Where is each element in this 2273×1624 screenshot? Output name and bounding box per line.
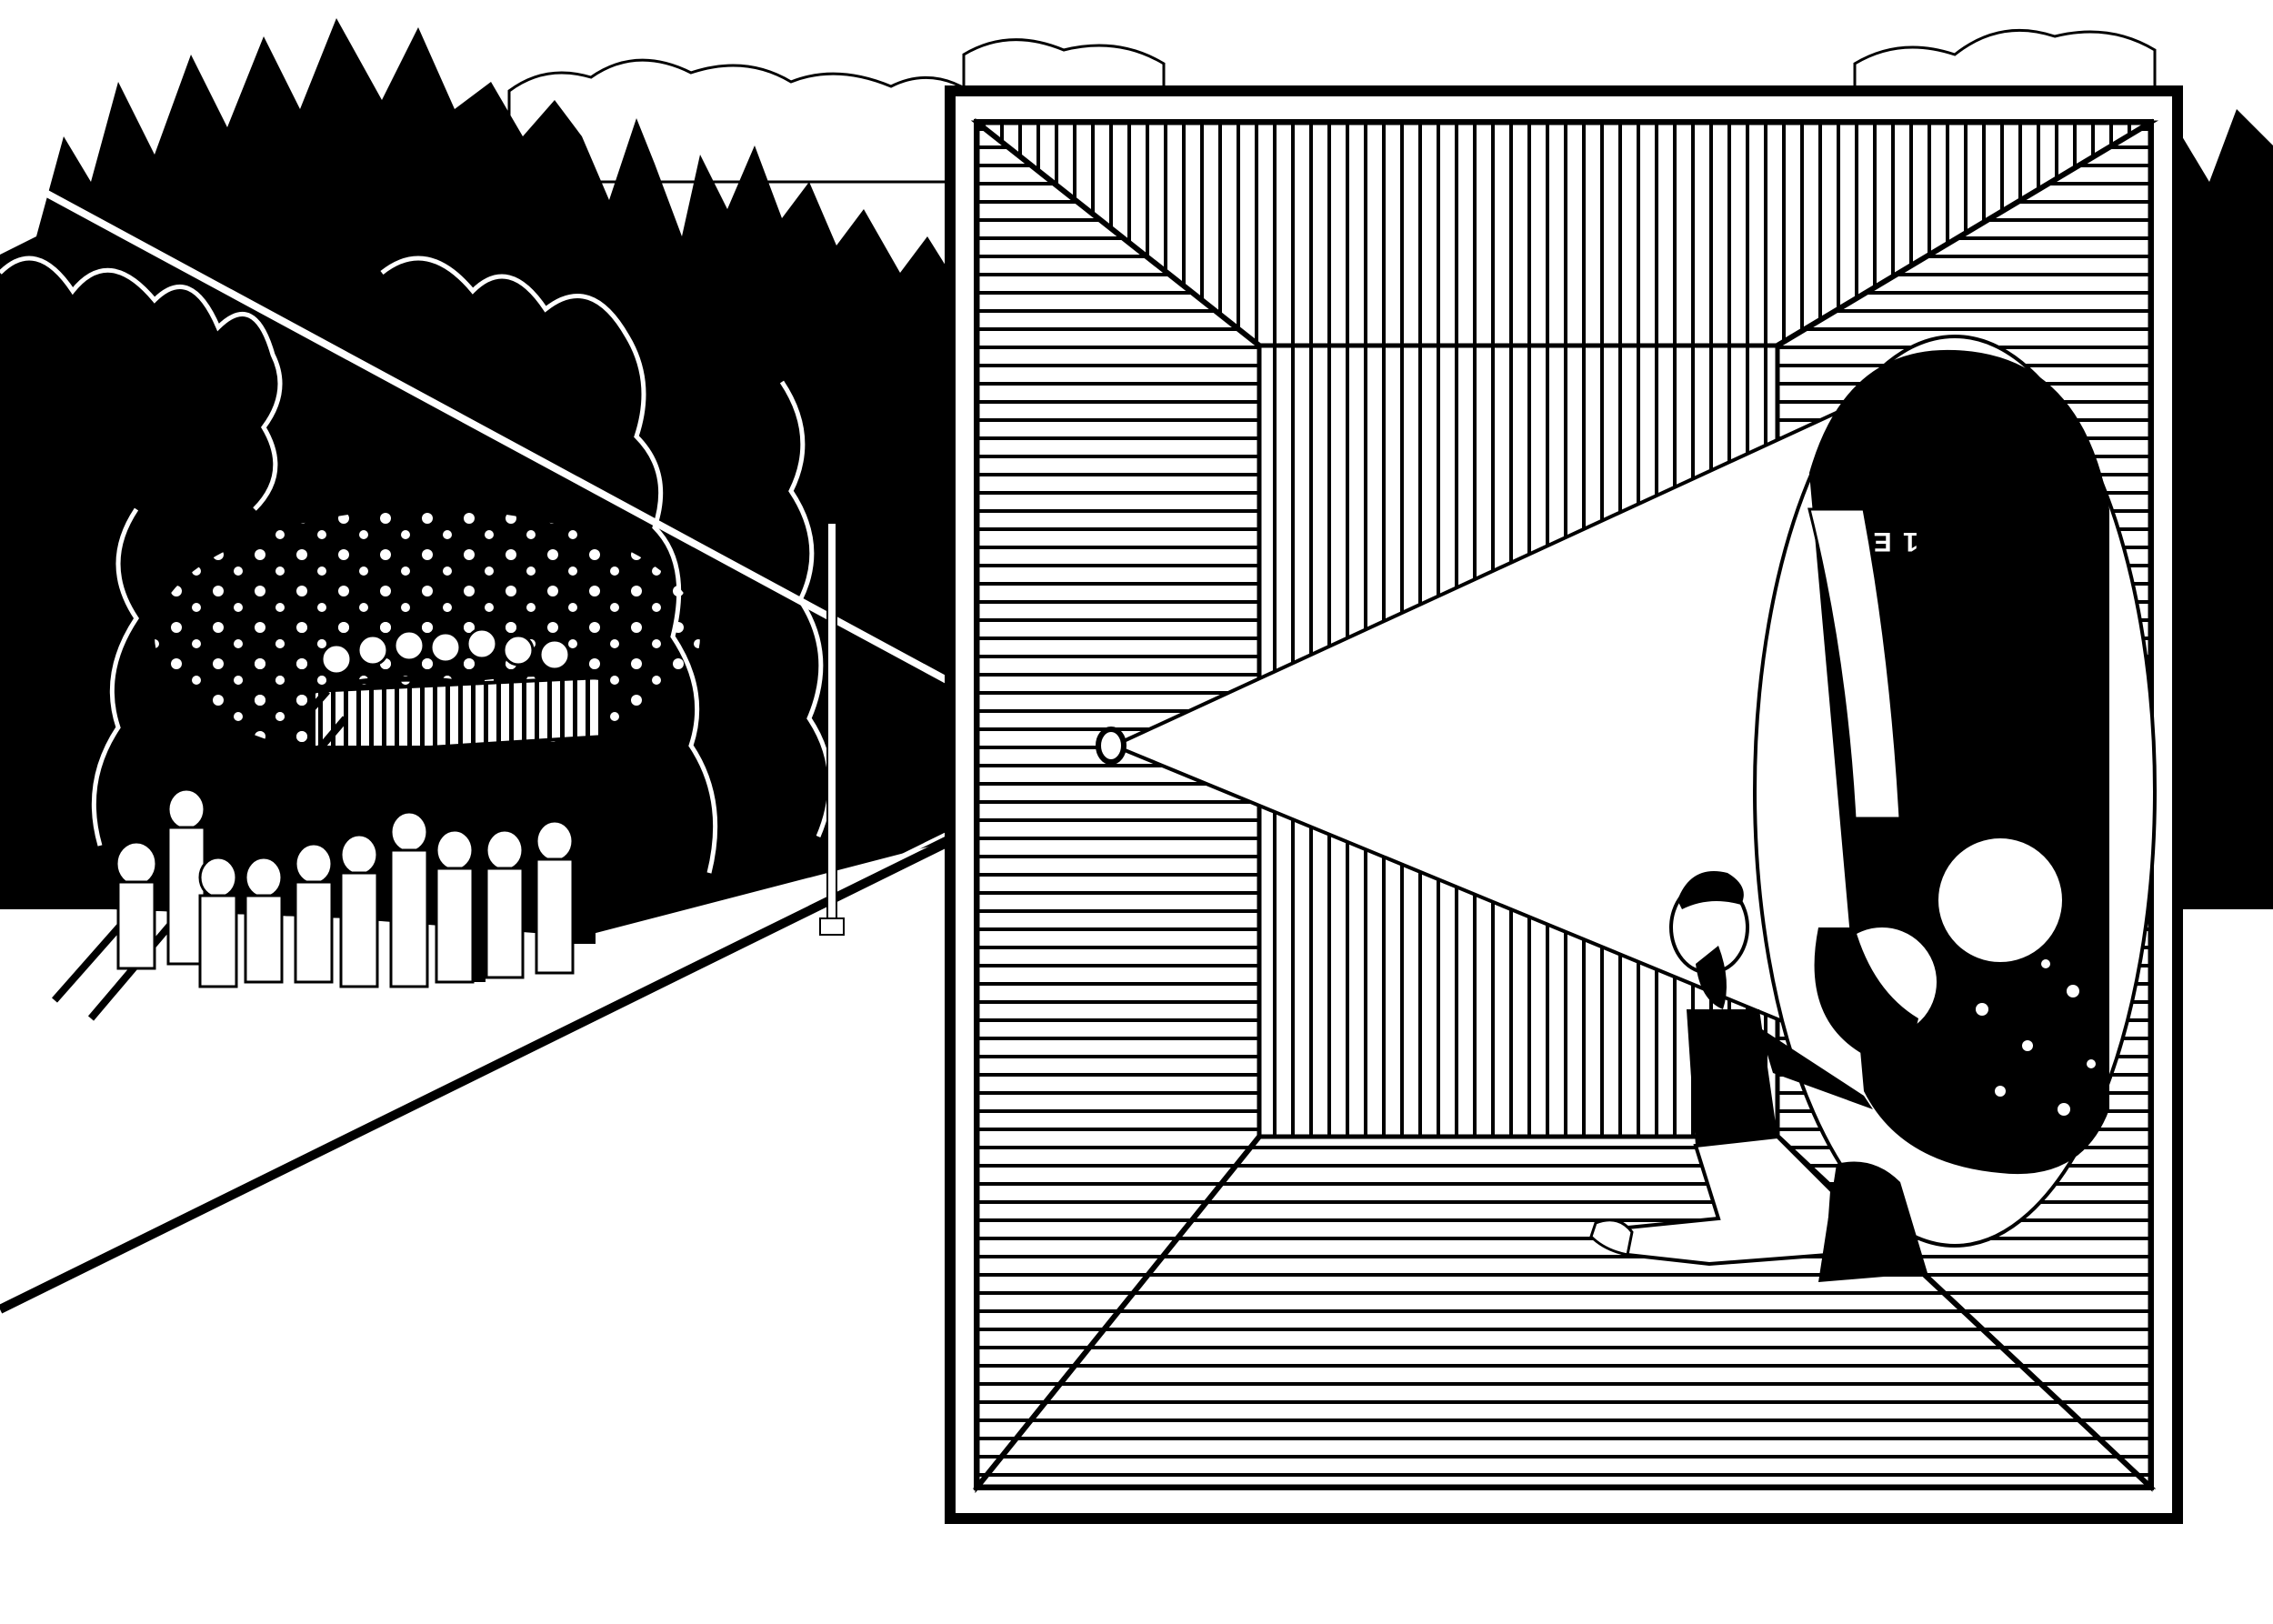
kneeling-bearded-man (1589, 871, 1928, 1282)
bandstand-stripes (313, 740, 601, 756)
road-line (0, 837, 953, 1314)
forest-silhouette-right (2182, 109, 2273, 909)
power-line (0, 165, 952, 686)
road-ground (0, 841, 950, 1624)
road-line-white (0, 830, 951, 1302)
sleeve-text: 1 E I (1853, 526, 1918, 556)
bandstand-with-crowd (52, 509, 700, 1021)
inverted-projected-couple (1753, 335, 2157, 1248)
pinhole (1096, 727, 1126, 765)
light-cone (1113, 398, 1865, 1057)
utility-pole (819, 522, 845, 936)
